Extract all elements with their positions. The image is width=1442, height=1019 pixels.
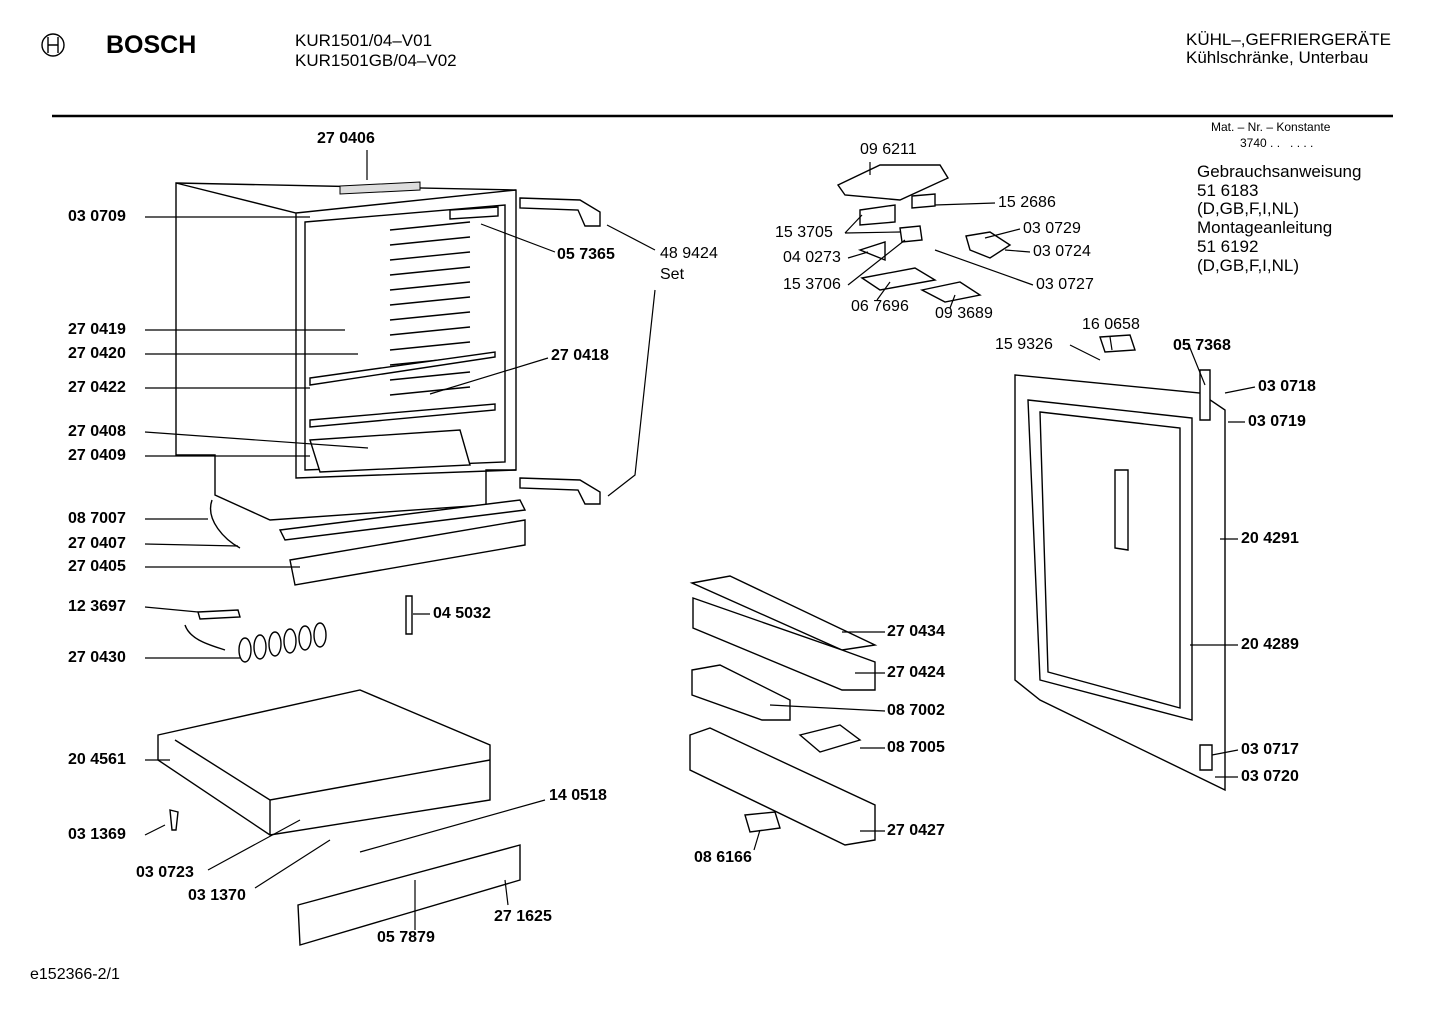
part-label: 27 0427 xyxy=(887,822,945,839)
part-label: 03 0727 xyxy=(1036,276,1094,293)
part-label: 27 0419 xyxy=(68,321,126,338)
part-label: 20 4289 xyxy=(1241,636,1299,653)
part-label: 03 0729 xyxy=(1023,220,1081,237)
part-label: 27 0422 xyxy=(68,379,126,396)
subcategory: Kühlschränke, Unterbau xyxy=(1186,48,1369,67)
part-label: 48 9424 xyxy=(660,245,718,262)
part-label: Set xyxy=(660,266,685,283)
part-label: 05 7365 xyxy=(557,246,615,263)
part-label: 14 0518 xyxy=(549,787,607,804)
part-label: 27 0408 xyxy=(68,423,126,440)
category: KÜHL–,GEFRIERGERÄTE xyxy=(1186,30,1391,49)
part-label: 12 3697 xyxy=(68,598,126,615)
part-label: 04 5032 xyxy=(433,605,491,622)
part-label: 27 0430 xyxy=(68,649,126,666)
bosch-logo xyxy=(40,32,66,62)
part-label: 27 0405 xyxy=(68,558,126,575)
part-label: 05 7879 xyxy=(377,929,435,946)
part-label: 20 4561 xyxy=(68,751,126,768)
part-label: 15 2686 xyxy=(998,194,1056,211)
manual-number: 51 6183 xyxy=(1197,181,1259,200)
part-label: 05 7368 xyxy=(1173,337,1231,354)
manual-langs: (D,GB,F,I,NL) xyxy=(1197,199,1300,218)
part-label: 03 1369 xyxy=(68,826,126,843)
part-label: 09 6211 xyxy=(860,141,917,158)
part-label: 15 3706 xyxy=(783,276,841,293)
hinge-top xyxy=(519,197,601,227)
bosch-armature-icon xyxy=(41,33,65,57)
part-label: 27 0434 xyxy=(887,623,945,640)
part-label: 04 0273 xyxy=(783,249,841,266)
part-label: 03 0724 xyxy=(1033,243,1091,260)
model-1: KUR1501/04–V01 xyxy=(295,31,433,50)
install-title: Montageanleitung xyxy=(1197,218,1333,237)
part-label: 27 0418 xyxy=(551,347,609,364)
part-label: 08 6166 xyxy=(694,849,752,866)
part-label: 03 0719 xyxy=(1248,413,1306,430)
part-label: 06 7696 xyxy=(851,298,909,315)
part-label: 15 9326 xyxy=(995,336,1053,353)
part-label: 27 0409 xyxy=(68,447,126,464)
manual-title: Gebrauchsanweisung xyxy=(1197,162,1362,181)
mat-nr-label: Mat. – Nr. – Konstante xyxy=(1211,120,1331,134)
part-label: 03 1370 xyxy=(188,887,246,904)
part-label: 09 3689 xyxy=(935,305,993,322)
part-label: 16 0658 xyxy=(1082,316,1140,333)
part-label: 27 0420 xyxy=(68,345,126,362)
part-label: 03 0720 xyxy=(1241,768,1299,785)
part-label: 27 0406 xyxy=(317,130,375,147)
part-label: 08 7002 xyxy=(887,702,945,719)
part-label: 27 0424 xyxy=(887,664,945,681)
part-label: 03 0709 xyxy=(68,208,126,225)
footer-code: e152366-2/1 xyxy=(30,966,120,983)
install-number: 51 6192 xyxy=(1197,237,1259,256)
part-label: 20 4291 xyxy=(1241,530,1299,547)
part-label: 08 7007 xyxy=(68,510,126,527)
brand-name: BOSCH xyxy=(106,31,197,59)
mat-nr-value: 3740 . . . . . . xyxy=(1240,136,1314,150)
part-label: 27 1625 xyxy=(494,908,552,925)
part-label: 03 0718 xyxy=(1258,378,1316,395)
model-2: KUR1501GB/04–V02 xyxy=(295,51,457,70)
cabinet-drawing xyxy=(175,181,517,521)
part-label: 27 0407 xyxy=(68,535,126,552)
part-label: 03 0717 xyxy=(1241,741,1299,758)
install-langs: (D,GB,F,I,NL) xyxy=(1197,256,1300,275)
part-label: 08 7005 xyxy=(887,739,945,756)
hinge-bottom xyxy=(519,477,601,505)
part-label: 03 0723 xyxy=(136,864,194,881)
part-label: 15 3705 xyxy=(775,224,833,241)
